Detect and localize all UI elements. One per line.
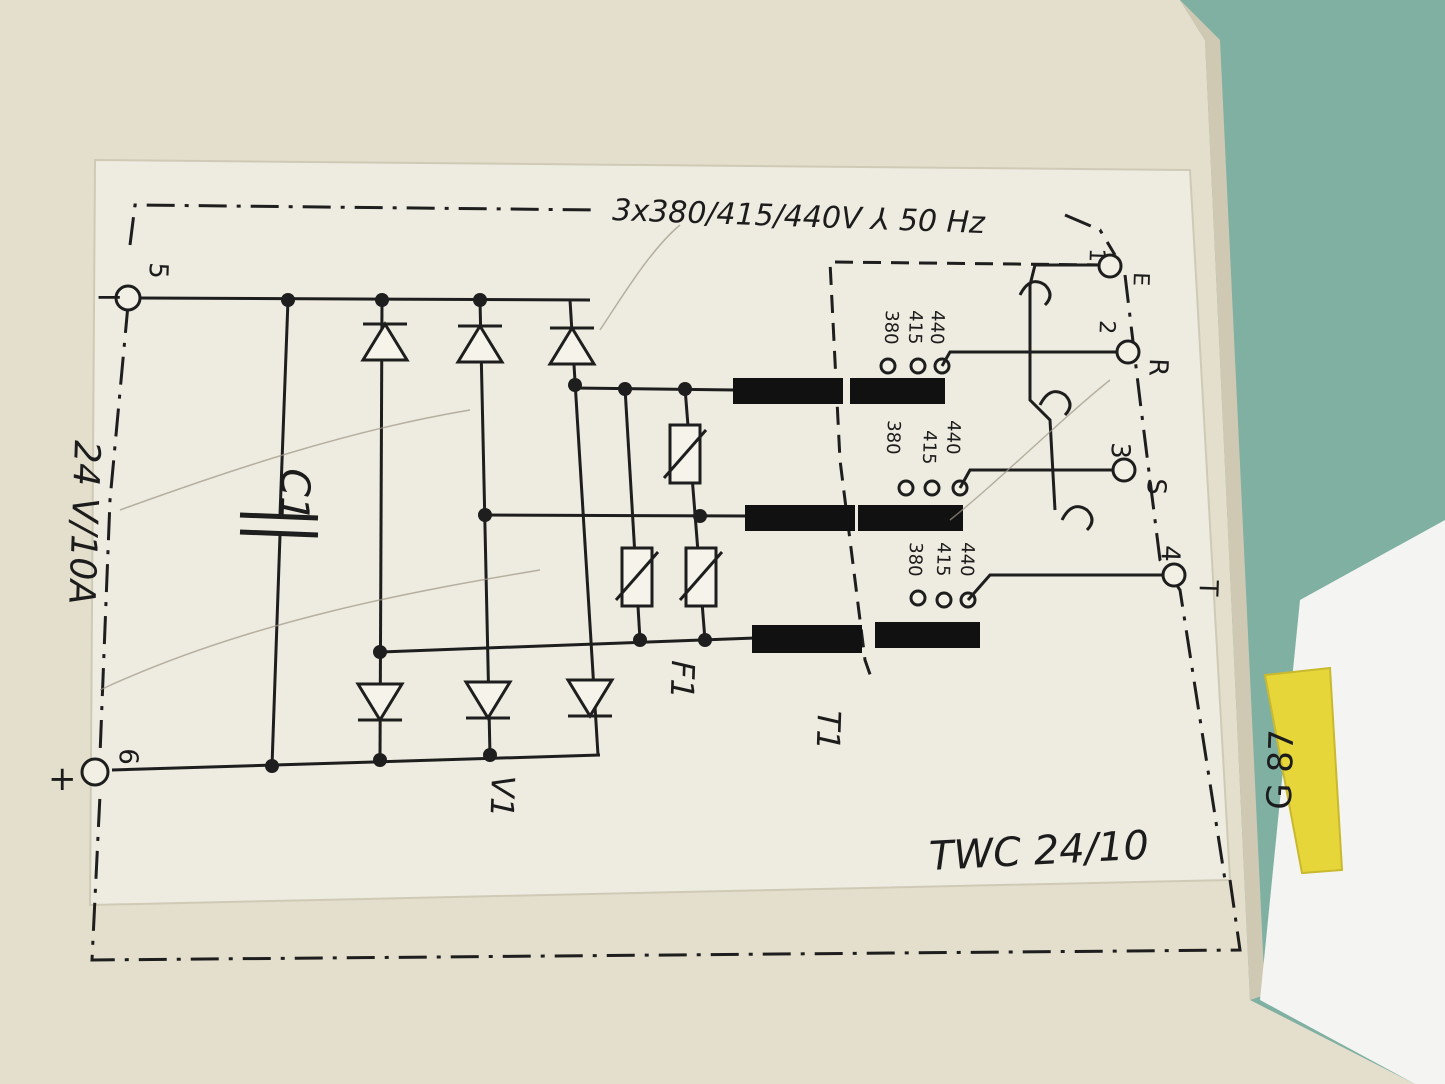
terminal-1 bbox=[1097, 253, 1123, 279]
svg-text:380: 380 bbox=[882, 420, 904, 455]
transformer-enclosure bbox=[828, 260, 1106, 681]
svg-text:440: 440 bbox=[942, 420, 964, 455]
phase-s-label: S bbox=[1140, 478, 1171, 496]
surface-scratches bbox=[99, 224, 1111, 691]
primary-wiring bbox=[940, 263, 1170, 601]
svg-text:380: 380 bbox=[880, 310, 902, 345]
yellow-sticker: G 87 bbox=[1260, 666, 1344, 875]
phase-r-label: R bbox=[1142, 358, 1173, 377]
capacitor-c1 bbox=[239, 293, 319, 773]
terminal-6 bbox=[80, 757, 110, 787]
transformer-label: T1 bbox=[809, 710, 848, 751]
terminal-1-label: 1 bbox=[1084, 248, 1109, 263]
terminal-4-label: 4 bbox=[1154, 545, 1185, 563]
fuse-label: F1 bbox=[663, 660, 702, 700]
terminals bbox=[80, 253, 1187, 787]
terminal-3 bbox=[1111, 457, 1137, 483]
tap-labels-phase-2: 440 415 380 bbox=[882, 420, 964, 465]
terminal-3-label: 3 bbox=[1104, 442, 1135, 460]
housing-edge bbox=[1180, 0, 1265, 1000]
terminal-5 bbox=[114, 284, 142, 312]
svg-text:380: 380 bbox=[904, 542, 926, 577]
background-sheet bbox=[1260, 520, 1445, 1084]
rectifier-label: V1 bbox=[483, 775, 522, 819]
pe-label: E bbox=[1128, 272, 1153, 287]
transformer-t1 bbox=[733, 378, 980, 653]
varistors-f1 bbox=[614, 382, 724, 647]
svg-text:415: 415 bbox=[932, 542, 954, 577]
terminal-2-label: 2 bbox=[1094, 320, 1119, 335]
tap-labels-phase-3: 440 415 380 bbox=[904, 542, 978, 577]
output-rating: 24 V/10A bbox=[60, 440, 107, 606]
model-label: TWC 24/10 bbox=[928, 823, 1150, 880]
svg-text:440: 440 bbox=[926, 310, 948, 345]
sticker-text: G 87 bbox=[1260, 729, 1303, 811]
rectifier-v1 bbox=[356, 293, 614, 767]
pos-rail bbox=[111, 753, 601, 772]
outer-frame bbox=[90, 203, 1242, 962]
minus-sign: − bbox=[95, 277, 124, 317]
plus-sign: + bbox=[48, 759, 77, 799]
svg-text:415: 415 bbox=[918, 430, 940, 465]
phase-t-label: T bbox=[1192, 579, 1223, 597]
terminal-4 bbox=[1161, 562, 1187, 588]
capacitor-label: C1 bbox=[270, 468, 318, 523]
neg-rail bbox=[139, 296, 591, 302]
terminal-5-label: 5 bbox=[142, 262, 173, 280]
terminal-2 bbox=[1115, 339, 1141, 365]
svg-text:440: 440 bbox=[956, 542, 978, 577]
housing-side bbox=[1180, 0, 1445, 600]
tap-labels-phase-1: 440 415 380 bbox=[880, 310, 948, 345]
terminal-6-label: 6 bbox=[112, 748, 143, 766]
svg-text:415: 415 bbox=[904, 310, 926, 345]
